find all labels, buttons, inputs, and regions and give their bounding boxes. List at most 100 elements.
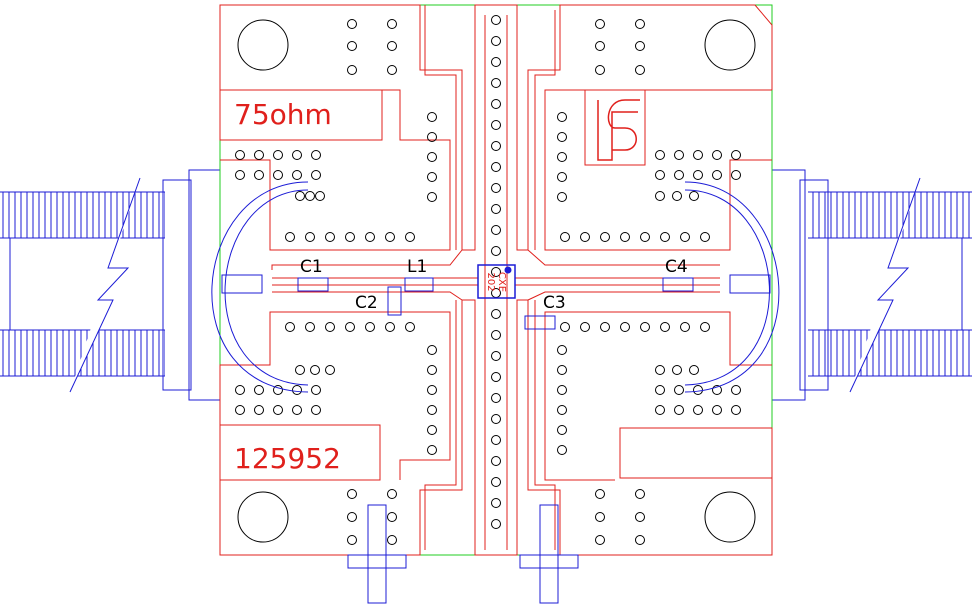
via-hole: [405, 322, 415, 332]
via-hole: [712, 385, 722, 395]
via-hole: [600, 232, 610, 242]
via-hole: [285, 232, 295, 242]
via-hole: [347, 19, 357, 29]
via-hole: [347, 41, 357, 51]
via-hole: [620, 232, 630, 242]
via-hole: [491, 498, 501, 508]
via-hole: [557, 425, 567, 435]
via-hole: [693, 150, 703, 160]
mounting-hole-icon: [237, 19, 756, 543]
via-hole: [235, 405, 245, 415]
via-hole: [491, 267, 501, 277]
via-hole: [491, 309, 501, 319]
via-hole: [491, 393, 501, 403]
via-hole: [674, 385, 684, 395]
via-hole: [700, 322, 710, 332]
label-c1: C1: [300, 257, 323, 277]
via-hole: [292, 150, 302, 160]
via-hole: [347, 65, 357, 75]
via-hole: [557, 172, 567, 182]
board-edge: [219, 4, 773, 556]
via-hole: [365, 232, 375, 242]
label-l1: L1: [407, 257, 427, 277]
via-hole: [273, 150, 283, 160]
via-hole: [427, 112, 437, 122]
via-hole: [491, 120, 501, 130]
via-hole: [680, 322, 690, 332]
c2-body: [387, 286, 402, 316]
via-hole: [672, 191, 682, 201]
via-hole: [491, 519, 501, 529]
via-hole: [325, 322, 335, 332]
label-c4: C4: [665, 257, 688, 277]
via-hole: [491, 414, 501, 424]
via-hole: [387, 65, 397, 75]
via-hole: [491, 36, 501, 46]
via-hole: [311, 405, 321, 415]
cable-break-icon: [69, 177, 141, 393]
via-hole: [655, 191, 665, 201]
via-hole: [655, 385, 665, 395]
via-hole: [292, 385, 302, 395]
via-hole: [660, 232, 670, 242]
cable-break-icon: [849, 177, 921, 393]
via-hole: [693, 385, 703, 395]
via-hole: [235, 385, 245, 395]
via-hole: [311, 385, 321, 395]
via-hole: [254, 385, 264, 395]
via-hole: [712, 150, 722, 160]
c1-body: [297, 277, 329, 292]
via-hole: [347, 512, 357, 522]
via-hole: [491, 57, 501, 67]
via-hole: [427, 365, 437, 375]
via-hole: [660, 322, 670, 332]
via-hole: [491, 141, 501, 151]
via-hole: [595, 65, 605, 75]
via-hole: [254, 150, 264, 160]
via-hole: [557, 132, 567, 142]
via-hole: [491, 204, 501, 214]
left-coax-connector: [0, 169, 225, 401]
via-hole: [595, 41, 605, 51]
via-hole: [295, 191, 305, 201]
via-hole: [674, 170, 684, 180]
via-hole: [491, 15, 501, 25]
via-hole: [387, 489, 397, 499]
via-hole: [731, 170, 741, 180]
via-hole: [311, 150, 321, 160]
l1-body: [404, 277, 434, 292]
via-hole: [311, 170, 321, 180]
via-hole: [387, 19, 397, 29]
via-hole: [557, 405, 567, 415]
via-hole: [712, 405, 722, 415]
via-array: [235, 15, 741, 545]
via-hole: [674, 405, 684, 415]
via-hole: [595, 19, 605, 29]
via-hole: [273, 385, 283, 395]
label-c3: C3: [543, 293, 566, 313]
via-hole: [347, 535, 357, 545]
via-hole: [295, 365, 305, 375]
impedance-label: 75ohm: [234, 98, 332, 131]
via-hole: [273, 405, 283, 415]
via-hole: [635, 512, 645, 522]
via-hole: [674, 150, 684, 160]
via-hole: [427, 445, 437, 455]
via-hole: [595, 535, 605, 545]
via-hole: [427, 425, 437, 435]
via-hole: [345, 232, 355, 242]
via-hole: [254, 405, 264, 415]
via-hole: [427, 172, 437, 182]
via-hole: [580, 322, 590, 332]
via-hole: [385, 232, 395, 242]
via-hole: [305, 191, 315, 201]
via-hole: [712, 170, 722, 180]
via-hole: [595, 489, 605, 499]
via-hole: [635, 489, 645, 499]
via-hole: [235, 150, 245, 160]
via-hole: [557, 365, 567, 375]
via-hole: [387, 512, 397, 522]
via-hole: [310, 365, 320, 375]
